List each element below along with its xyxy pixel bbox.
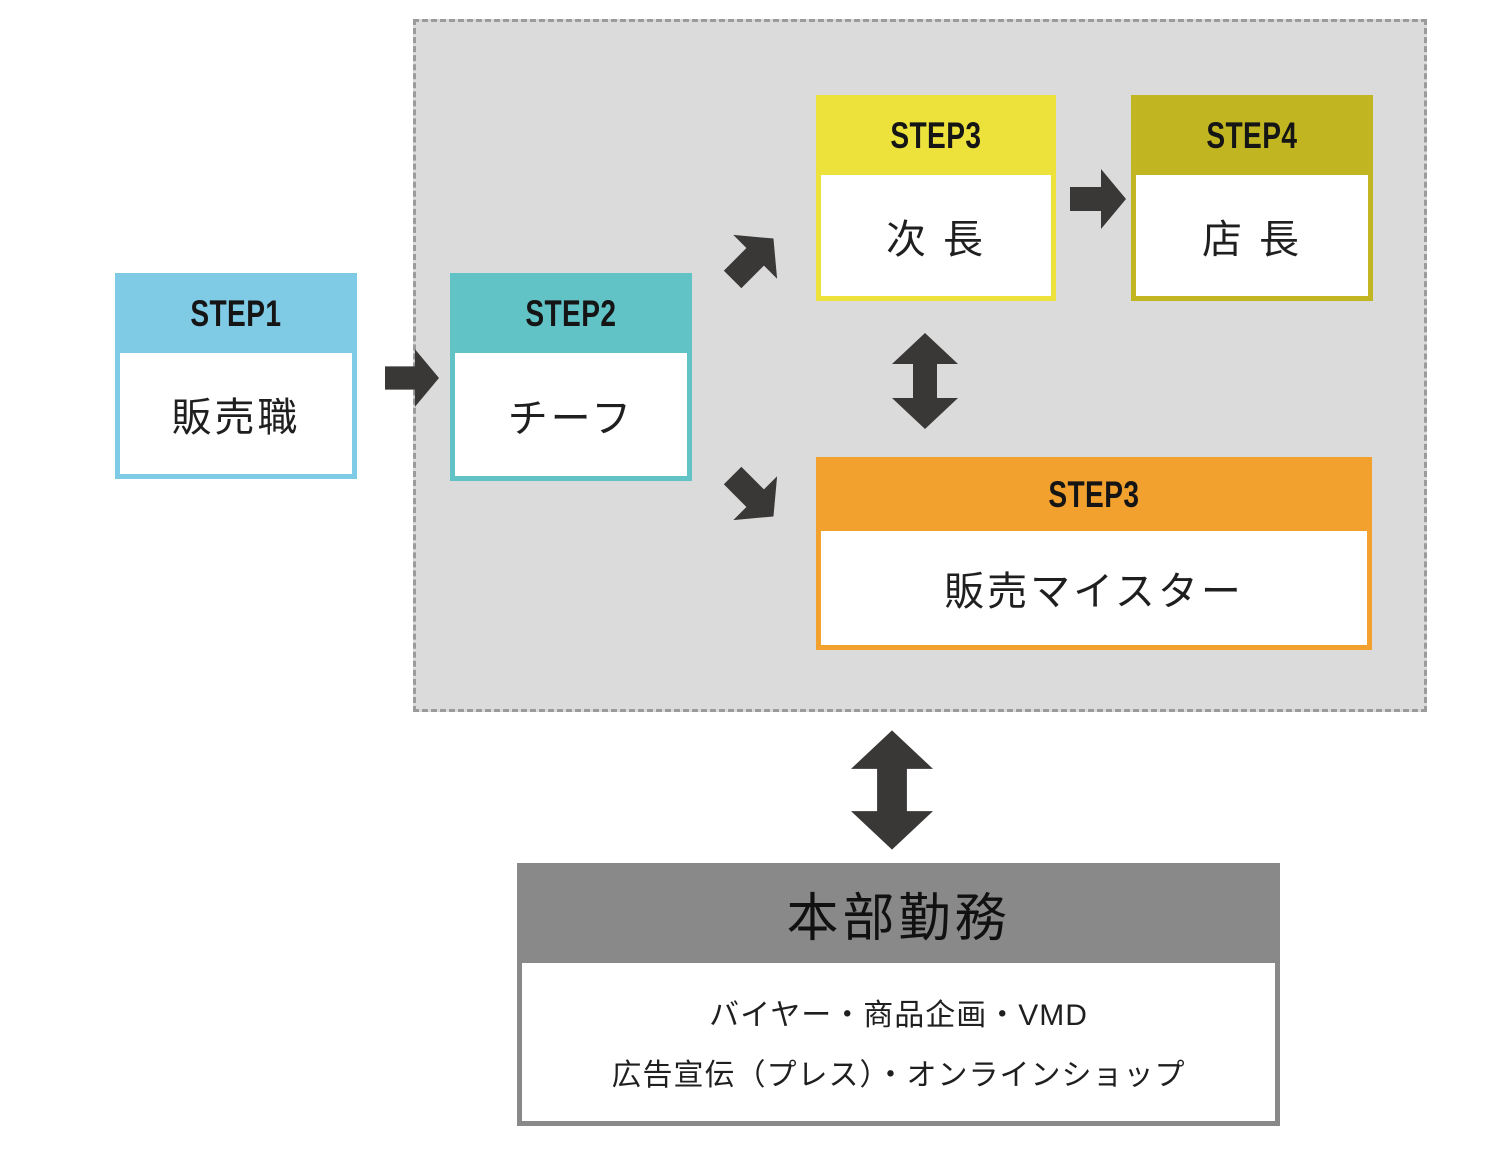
step2-body: チーフ [455, 353, 687, 476]
step1-body: 販売職 [120, 353, 352, 474]
hq-box: 本部勤務 バイヤー・商品企画・VMD 広告宣伝（プレス）・オンラインショップ [517, 863, 1280, 1126]
double-arrow-store-hq-icon [851, 729, 933, 851]
step3-jicho-box: STEP3 次 長 [816, 95, 1056, 301]
hq-header: 本部勤務 [517, 863, 1280, 963]
double-arrow-jicho-meister-icon [891, 333, 959, 429]
step1-box: STEP1 販売職 [115, 273, 357, 479]
step3-meister-header: STEP3 [816, 457, 1372, 531]
arrow-step1-to-step2-icon [385, 348, 439, 408]
step4-body: 店 長 [1136, 175, 1368, 296]
hq-title: 本部勤務 [786, 889, 1011, 948]
step4-header: STEP4 [1131, 95, 1373, 175]
step2-header: STEP2 [450, 273, 692, 353]
step1-title: 販売職 [171, 395, 301, 440]
step1-label: STEP1 [190, 292, 282, 334]
step2-box: STEP2 チーフ [450, 273, 692, 481]
arrow-chief-to-meister-icon [711, 454, 796, 539]
step2-label: STEP2 [525, 292, 617, 334]
step4-box: STEP4 店 長 [1131, 95, 1373, 301]
arrow-chief-to-jicho-icon [711, 217, 796, 302]
step3-jicho-body: 次 長 [821, 175, 1051, 296]
hq-body: バイヤー・商品企画・VMD 広告宣伝（プレス）・オンラインショップ [522, 963, 1275, 1121]
step4-title: 店 長 [1201, 217, 1303, 262]
step3-jicho-title: 次 長 [885, 217, 987, 262]
step2-title: チーフ [507, 396, 635, 441]
arrow-jicho-to-tencho-icon [1070, 168, 1126, 230]
hq-line-1: バイヤー・商品企画・VMD [709, 999, 1088, 1032]
step3-meister-box: STEP3 販売マイスター [816, 457, 1372, 650]
step4-label: STEP4 [1206, 114, 1298, 156]
step3-meister-label: STEP3 [1048, 473, 1140, 515]
step3-jicho-header: STEP3 [816, 95, 1056, 175]
step3-jicho-label: STEP3 [890, 114, 982, 156]
hq-line-2: 広告宣伝（プレス）・オンラインショップ [611, 1059, 1186, 1092]
step1-header: STEP1 [115, 273, 357, 353]
step3-meister-title: 販売マイスター [944, 570, 1244, 614]
step3-meister-body: 販売マイスター [821, 531, 1367, 645]
